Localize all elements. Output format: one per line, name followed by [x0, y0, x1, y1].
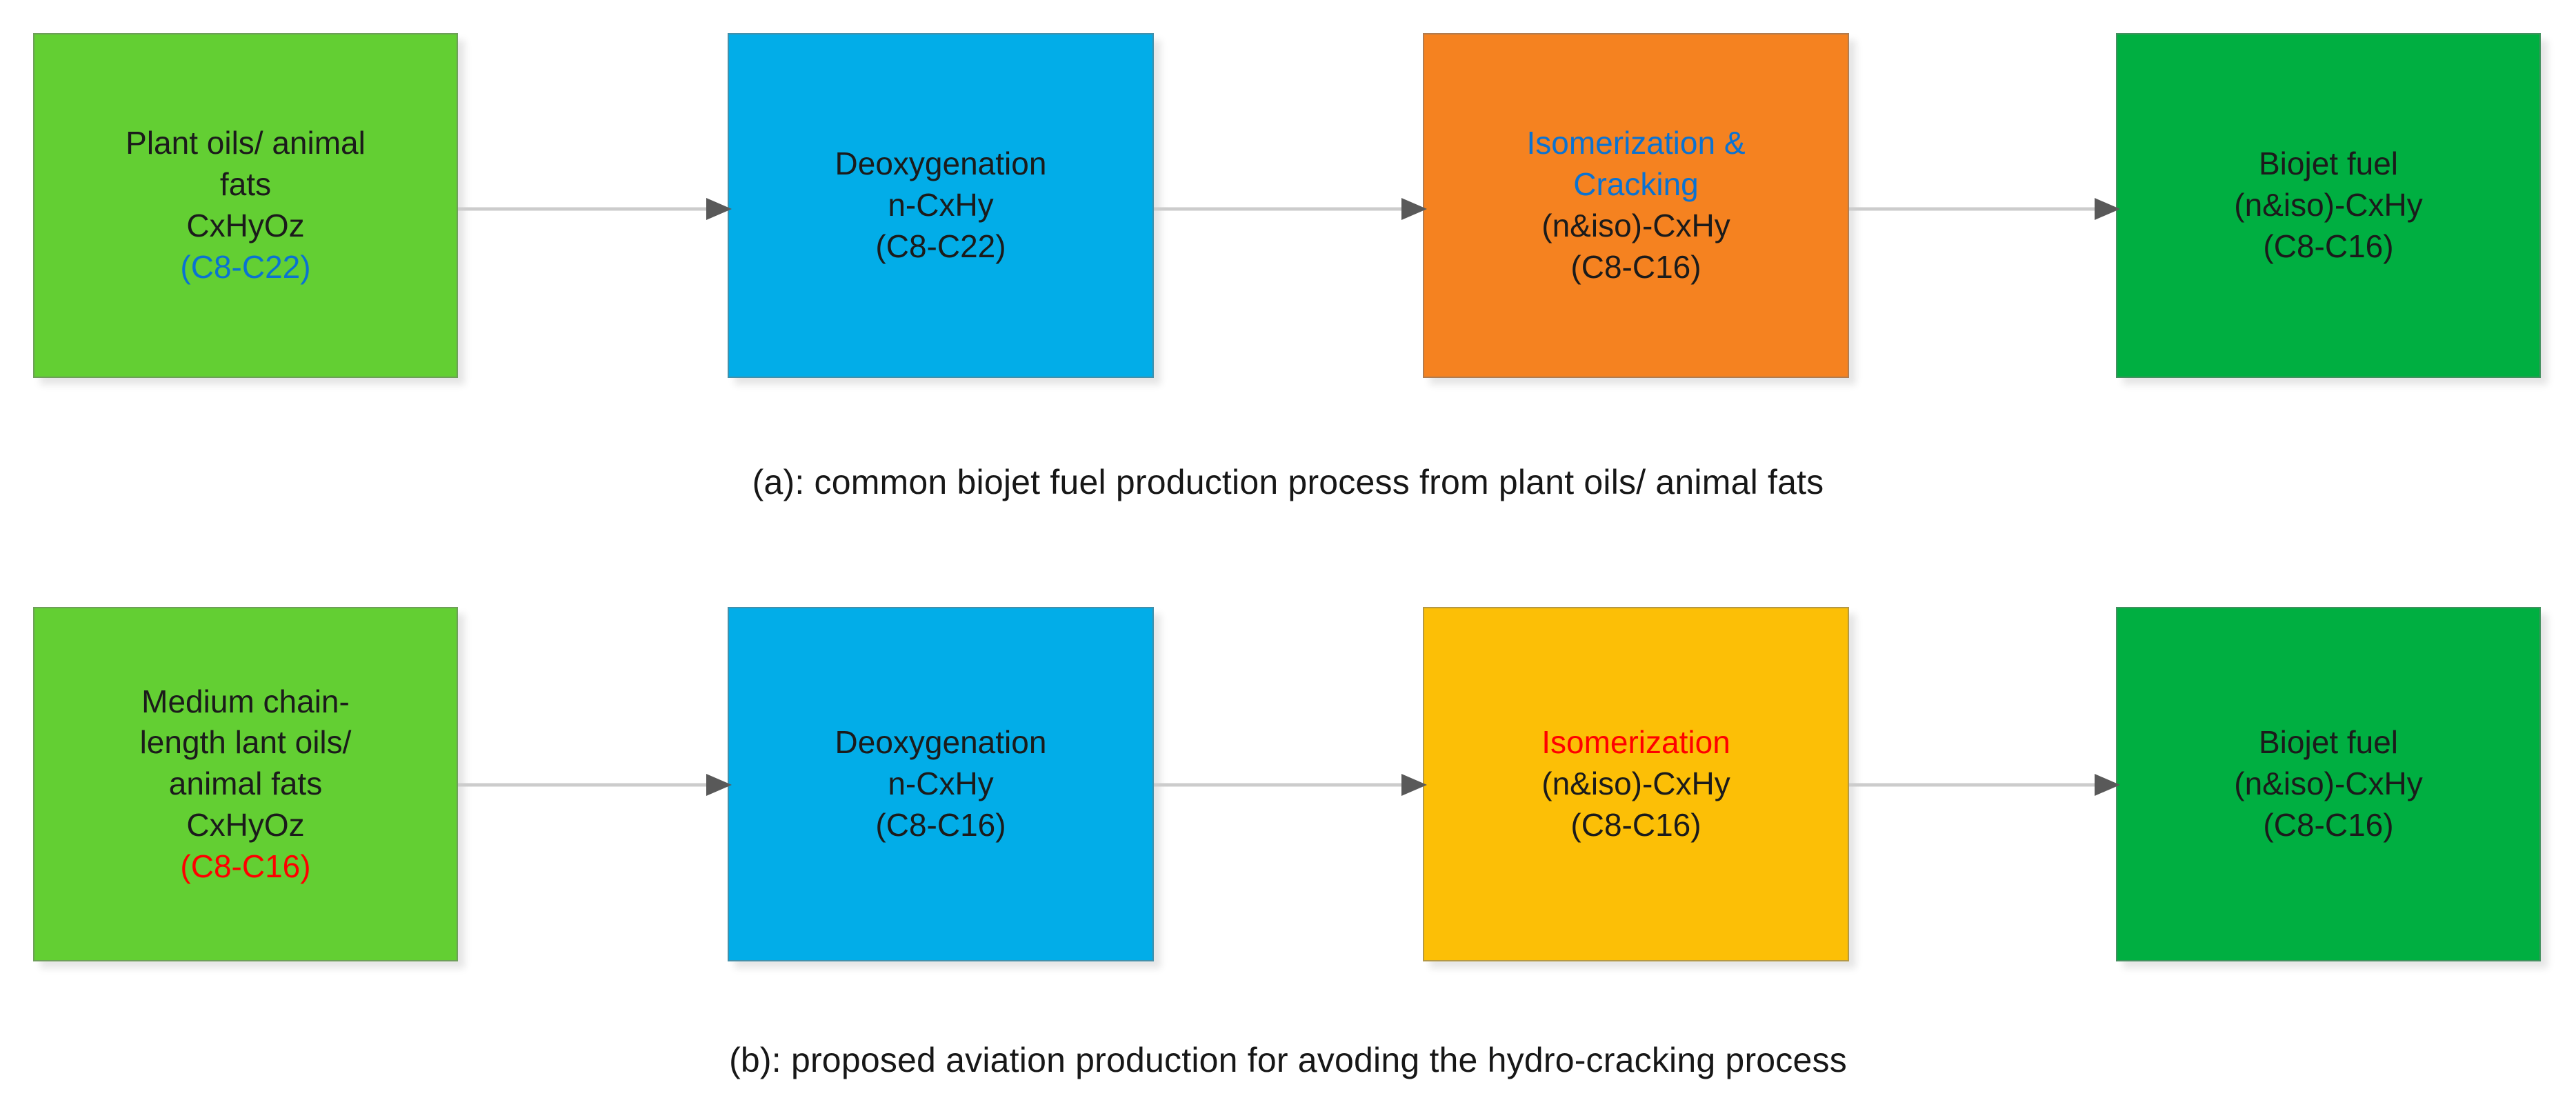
- node-plant-oils-animal-fats[interactable]: Plant oils/ animal fats CxHyOz (C8-C22): [33, 33, 458, 378]
- node-line: (C8-C16): [875, 806, 1006, 843]
- node-line-highlight: Isomerization: [1541, 724, 1730, 761]
- node-line: Plant oils/ animal: [126, 125, 366, 161]
- node-line: n-CxHy: [888, 187, 994, 223]
- arrow-right-icon: [1849, 195, 2120, 223]
- node-line: Biojet fuel: [2258, 146, 2398, 182]
- node-line: (n&iso)-CxHy: [2234, 187, 2423, 223]
- node-biojet-fuel-b[interactable]: Biojet fuel (n&iso)-CxHy (C8-C16): [2116, 607, 2541, 961]
- node-line: Deoxygenation: [835, 146, 1047, 182]
- node-line-highlight: Isomerization &: [1526, 125, 1746, 161]
- node-line: n-CxHy: [888, 766, 994, 802]
- node-deoxygenation-b[interactable]: Deoxygenation n-CxHy (C8-C16): [728, 607, 1154, 961]
- node-medium-chain-length-oils-fats[interactable]: Medium chain- length lant oils/ animal f…: [33, 607, 458, 961]
- node-line: (n&iso)-CxHy: [1541, 766, 1730, 802]
- node-line: Medium chain-: [141, 683, 350, 719]
- caption-a: (a): common biojet fuel production proce…: [752, 463, 1824, 501]
- node-line: Deoxygenation: [835, 724, 1047, 761]
- node-line: (C8-C16): [2263, 228, 2394, 264]
- node-line: Biojet fuel: [2258, 724, 2398, 761]
- node-isomerization[interactable]: Isomerization (n&iso)-CxHy (C8-C16): [1423, 607, 1849, 961]
- node-line: (C8-C16): [1570, 248, 1701, 285]
- arrow-right-icon: [1849, 771, 2120, 799]
- node-line: fats: [219, 166, 272, 203]
- node-line-highlight: (C8-C22): [180, 248, 311, 285]
- arrow-right-icon: [1154, 195, 1427, 223]
- node-biojet-fuel-a[interactable]: Biojet fuel (n&iso)-CxHy (C8-C16): [2116, 33, 2541, 378]
- node-line: (n&iso)-CxHy: [2234, 766, 2423, 802]
- node-line: (n&iso)-CxHy: [1541, 208, 1730, 243]
- arrow-right-icon: [1154, 771, 1427, 799]
- arrow-right-icon: [458, 195, 732, 223]
- node-line: animal fats: [168, 766, 323, 802]
- caption-b: (b): proposed aviation production for av…: [729, 1041, 1847, 1079]
- node-deoxygenation-a[interactable]: Deoxygenation n-CxHy (C8-C22): [728, 33, 1154, 378]
- node-line: (C8-C16): [1570, 806, 1701, 843]
- node-line: length lant oils/: [139, 724, 352, 761]
- node-line: CxHyOz: [186, 208, 305, 243]
- node-isomerization-and-cracking[interactable]: Isomerization & Cracking (n&iso)-CxHy (C…: [1423, 33, 1849, 378]
- node-line-highlight: Cracking: [1573, 166, 1699, 203]
- node-line: CxHyOz: [186, 806, 305, 843]
- node-line: (C8-C16): [2263, 806, 2394, 843]
- node-line: (C8-C22): [875, 228, 1006, 264]
- arrow-right-icon: [458, 771, 732, 799]
- node-line-highlight: (C8-C16): [180, 848, 311, 884]
